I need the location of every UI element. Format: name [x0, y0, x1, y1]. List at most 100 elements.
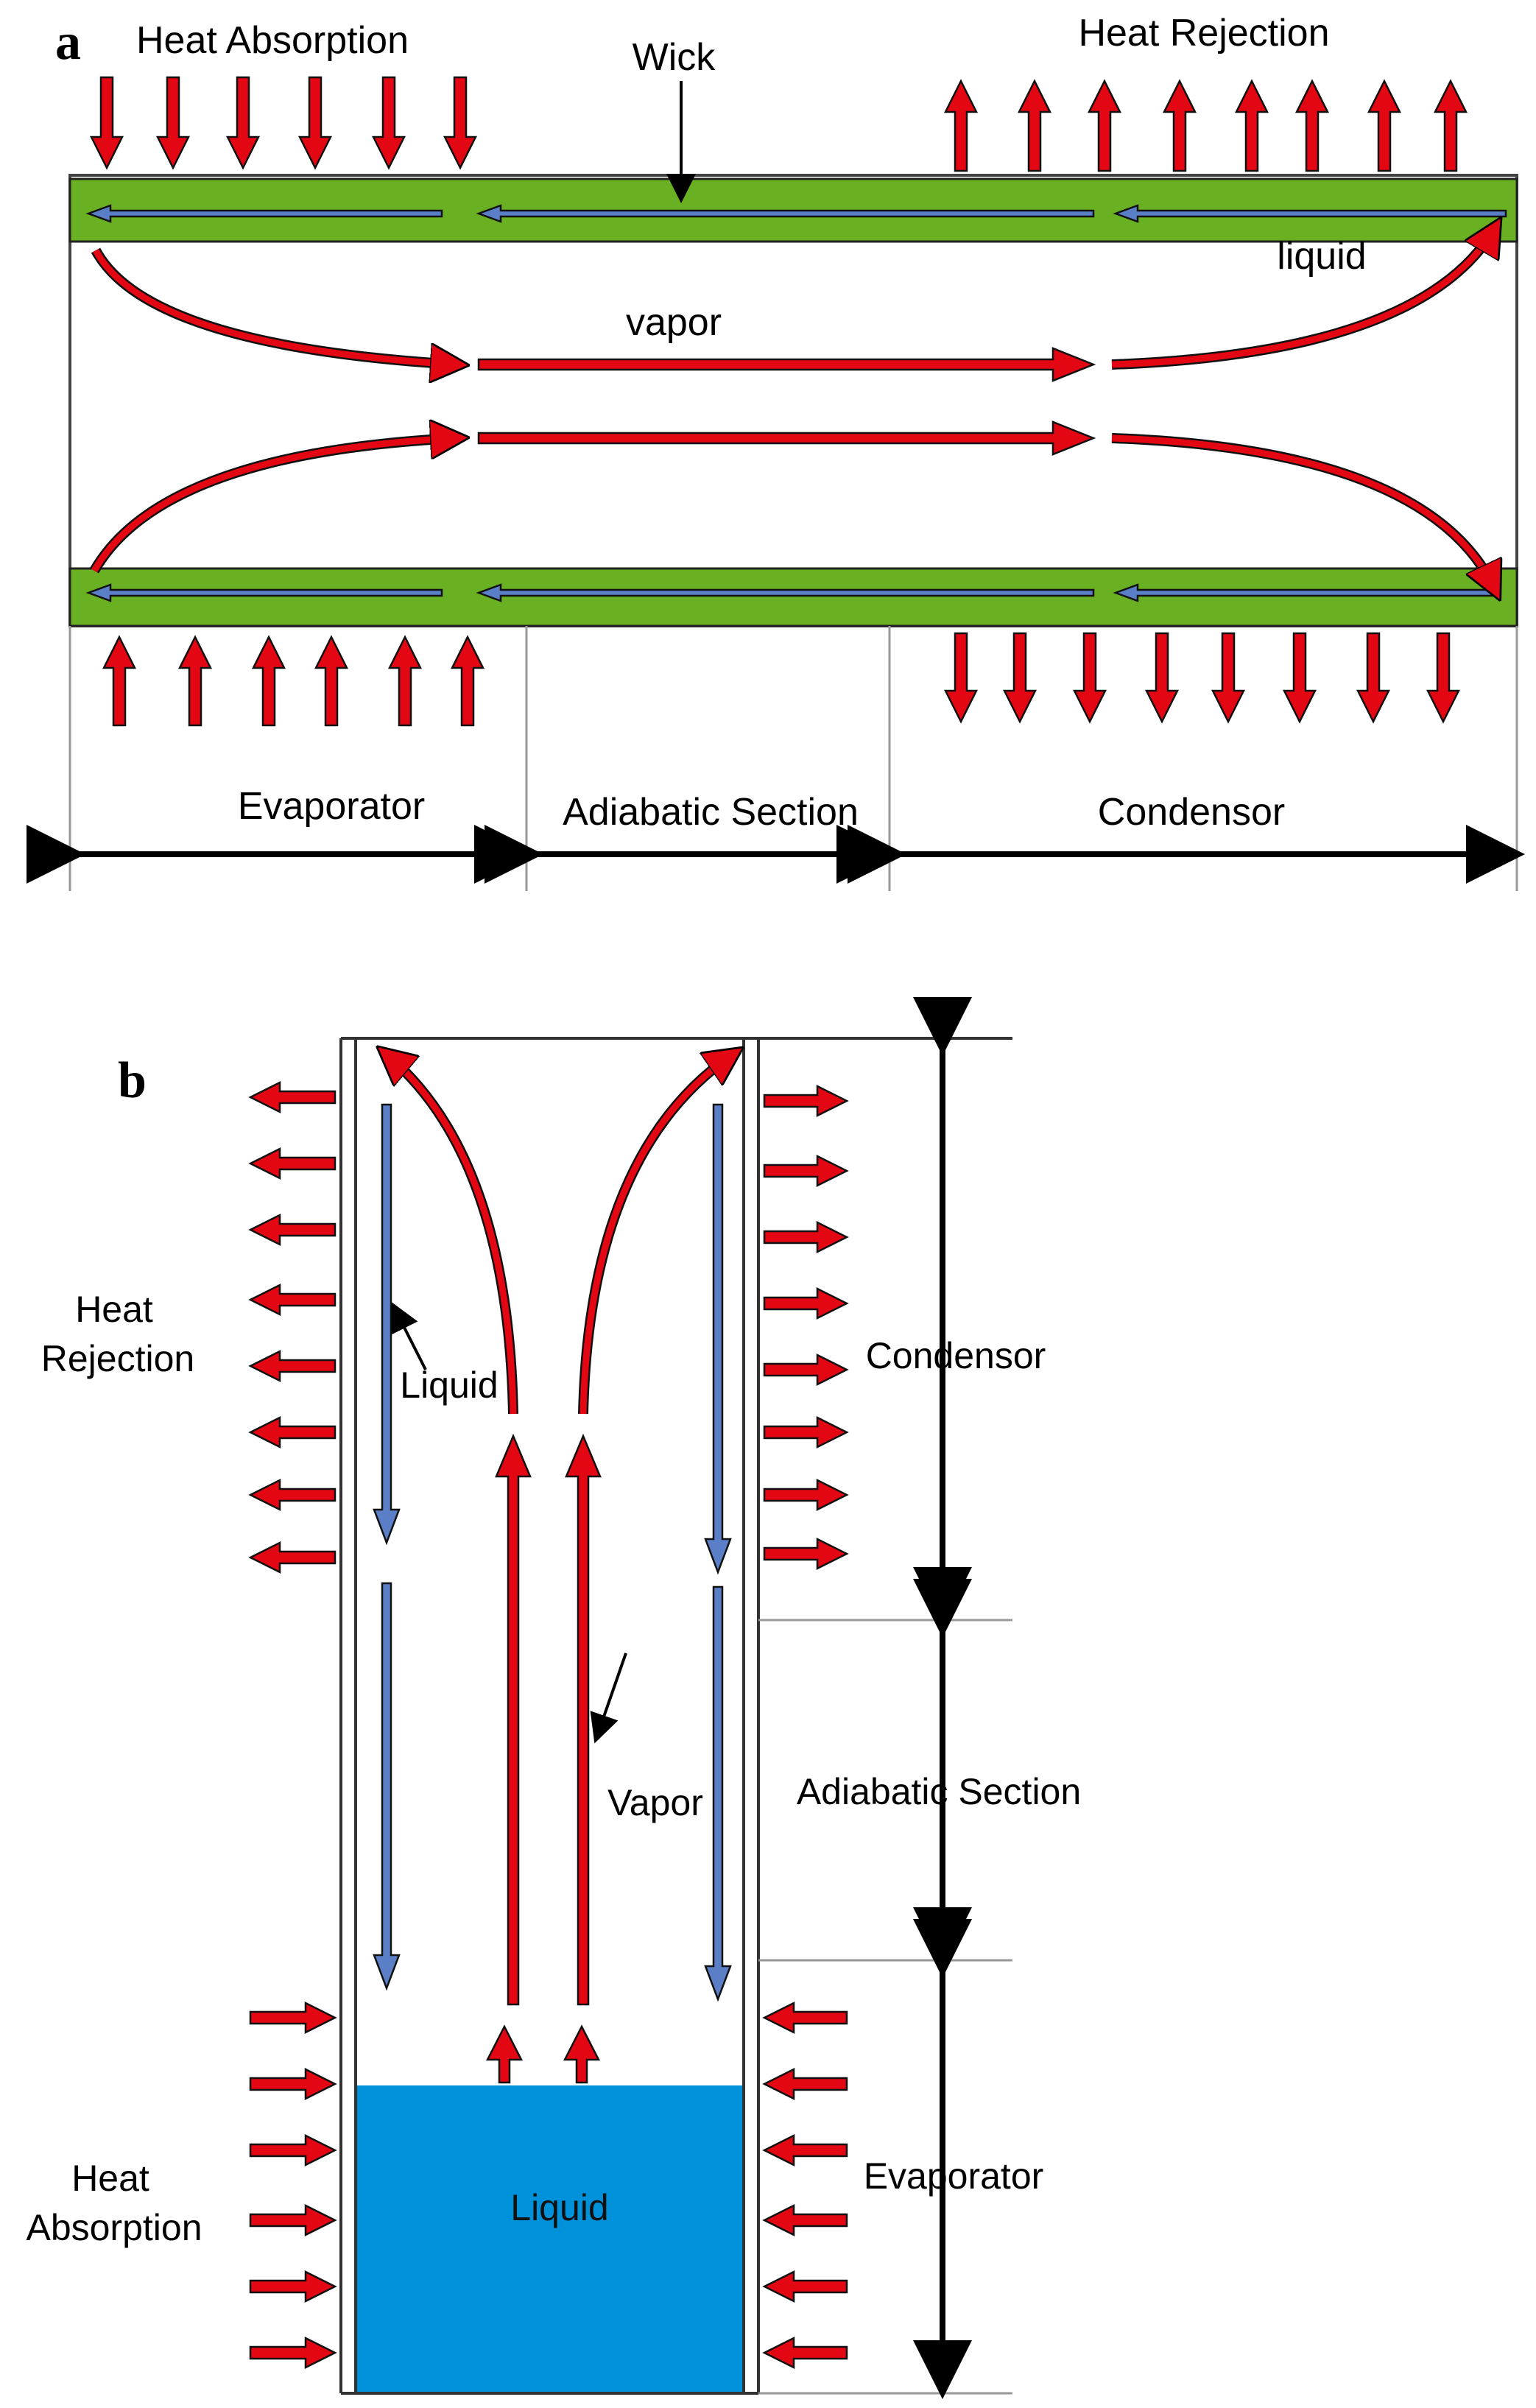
vapor-curve-upper-left [93, 248, 457, 365]
vapor-flow-arrows-b [387, 1055, 733, 2084]
heat-out-arrow-right-3 [763, 1220, 849, 1254]
liquid-return-left-lower [373, 1582, 401, 1991]
wick-flow-top-3 [1113, 204, 1507, 223]
heat-out-arrow-bottom-3 [1072, 632, 1107, 724]
heat-out-arrow-bottom-1 [943, 632, 979, 724]
vapor-curve-lower-left [91, 438, 457, 573]
wick-flow-top-2 [476, 204, 1095, 223]
heat-flux-arrows-a [89, 76, 1468, 727]
vapor-curve-top-right [579, 1055, 733, 1415]
liquid-return-right-lower [704, 1585, 732, 2002]
panel-b-letter: b [118, 1052, 147, 1109]
heat-out-arrow-right-2 [763, 1154, 849, 1188]
heat-in-arrow-right-6 [762, 2336, 848, 2370]
heat-out-arrow-left-6 [248, 1415, 337, 1449]
heat-in-arrow-right-3 [762, 2133, 848, 2167]
heat-in-arrow-left-4 [249, 2203, 337, 2237]
heat-in-arrow-right-1 [762, 2001, 848, 2035]
condensor-label-a: Condensor [1098, 791, 1285, 834]
adiabatic-label-b: Adiabatic Section [797, 1771, 1081, 1812]
heat-flux-arrows-b [248, 1080, 849, 2370]
heat-out-arrow-right-7 [763, 1478, 849, 1512]
heat-out-arrow-right-5 [763, 1353, 849, 1387]
wick-flow-bottom-3 [1113, 583, 1496, 602]
liquid-pool [357, 2085, 742, 2392]
heat-out-arrow-top-7 [1367, 79, 1402, 172]
liquid-return-left-upper [373, 1103, 401, 1546]
heat-out-arrow-bottom-8 [1426, 632, 1461, 724]
heat-in-arrow-bottom-6 [450, 635, 485, 727]
heat-in-arrow-left-2 [249, 2067, 337, 2101]
liquid-pointer-arrow [391, 1301, 427, 1370]
heat-in-arrow-right-4 [762, 2203, 848, 2237]
heat-in-arrow-left-6 [249, 2336, 337, 2370]
heat-rejection-label-b-2: Rejection [41, 1338, 194, 1379]
vapor-curve-upper-right [1111, 228, 1495, 368]
liquid-return-right-upper [704, 1103, 732, 1575]
panel-a: a Heat Absorption Heat Rejection Wick li… [27, 12, 1525, 891]
heat-rejection-label-b-1: Heat [75, 1289, 153, 1330]
wick-flow-top-1 [85, 204, 443, 223]
heat-in-arrow-right-5 [762, 2270, 848, 2303]
heat-out-arrow-bottom-5 [1211, 632, 1246, 724]
heat-out-arrow-left-2 [248, 1147, 337, 1180]
vapor-up-right [565, 1433, 602, 2006]
heat-out-arrow-bottom-2 [1002, 632, 1037, 724]
heat-absorption-label-a: Heat Absorption [136, 19, 409, 62]
heat-in-arrow-bottom-4 [314, 635, 349, 727]
heat-in-arrow-top-3 [225, 76, 261, 170]
heat-in-arrow-top-4 [297, 76, 333, 170]
condensor-label-b: Condensor [866, 1335, 1046, 1376]
heat-out-arrow-left-3 [248, 1213, 337, 1247]
heat-in-arrow-left-5 [249, 2270, 337, 2303]
heat-in-arrow-left-3 [249, 2133, 337, 2167]
heat-in-arrow-bottom-2 [177, 635, 213, 727]
heat-in-arrow-right-2 [762, 2067, 848, 2101]
evaporator-label-b: Evaporator [864, 2155, 1044, 2197]
heat-out-arrow-left-7 [248, 1478, 337, 1512]
evaporator-label-a: Evaporator [238, 785, 425, 828]
panel-a-letter: a [55, 14, 81, 71]
heat-out-arrow-right-6 [763, 1415, 849, 1449]
vapor-curve-upper-left-outline [91, 247, 457, 370]
wick-bottom [68, 567, 1518, 627]
vapor-label-a: vapor [626, 301, 722, 344]
heat-in-arrow-top-1 [89, 76, 124, 170]
heat-in-arrow-left-1 [249, 2001, 337, 2035]
vapor-straight-upper [477, 347, 1096, 382]
heat-out-arrow-bottom-7 [1356, 632, 1391, 724]
vapor-pointer-arrow [590, 1652, 627, 1744]
vapor-curve-lower-right [1111, 434, 1495, 589]
vapor-curve-lower-left-outline [89, 433, 457, 574]
wick-liquid-flow-arrows [85, 204, 1507, 602]
heat-out-arrow-left-5 [248, 1349, 337, 1383]
heat-out-arrow-top-5 [1234, 79, 1269, 172]
heat-absorption-label-b-2: Absorption [26, 2207, 202, 2248]
vapor-rise-left [485, 2024, 524, 2084]
heat-out-arrow-top-4 [1162, 79, 1197, 172]
heat-out-arrow-right-4 [763, 1286, 849, 1320]
heat-out-arrow-left-4 [248, 1283, 337, 1317]
heat-out-arrow-top-6 [1294, 79, 1330, 172]
vapor-curve-top-left [387, 1055, 517, 1415]
wick-flow-bottom-2 [476, 583, 1095, 602]
heat-absorption-label-b-1: Heat [71, 2158, 149, 2199]
panel-b: b Liquid Liquid Vapor Heat Rejection Hea… [26, 997, 1081, 2399]
liquid-pool-label: Liquid [510, 2187, 608, 2228]
heat-in-arrow-bottom-1 [102, 635, 137, 727]
heat-out-arrow-top-3 [1087, 79, 1122, 172]
adiabatic-label-a: Adiabatic Section [563, 791, 859, 834]
heat-in-arrow-top-6 [443, 76, 478, 170]
heat-rejection-label-a: Heat Rejection [1078, 12, 1329, 54]
wick-label: Wick [633, 36, 716, 79]
heat-out-arrow-left-1 [248, 1080, 337, 1114]
heat-out-arrow-top-2 [1017, 79, 1052, 172]
heat-out-arrow-bottom-6 [1282, 632, 1317, 724]
heat-out-arrow-right-8 [763, 1537, 849, 1571]
liquid-return-arrows-b [373, 1103, 732, 2002]
vapor-flow-arrows-a [89, 228, 1495, 589]
heat-in-arrow-top-2 [155, 76, 191, 170]
liquid-label-b: Liquid [400, 1365, 498, 1406]
heat-in-arrow-top-5 [371, 76, 406, 170]
